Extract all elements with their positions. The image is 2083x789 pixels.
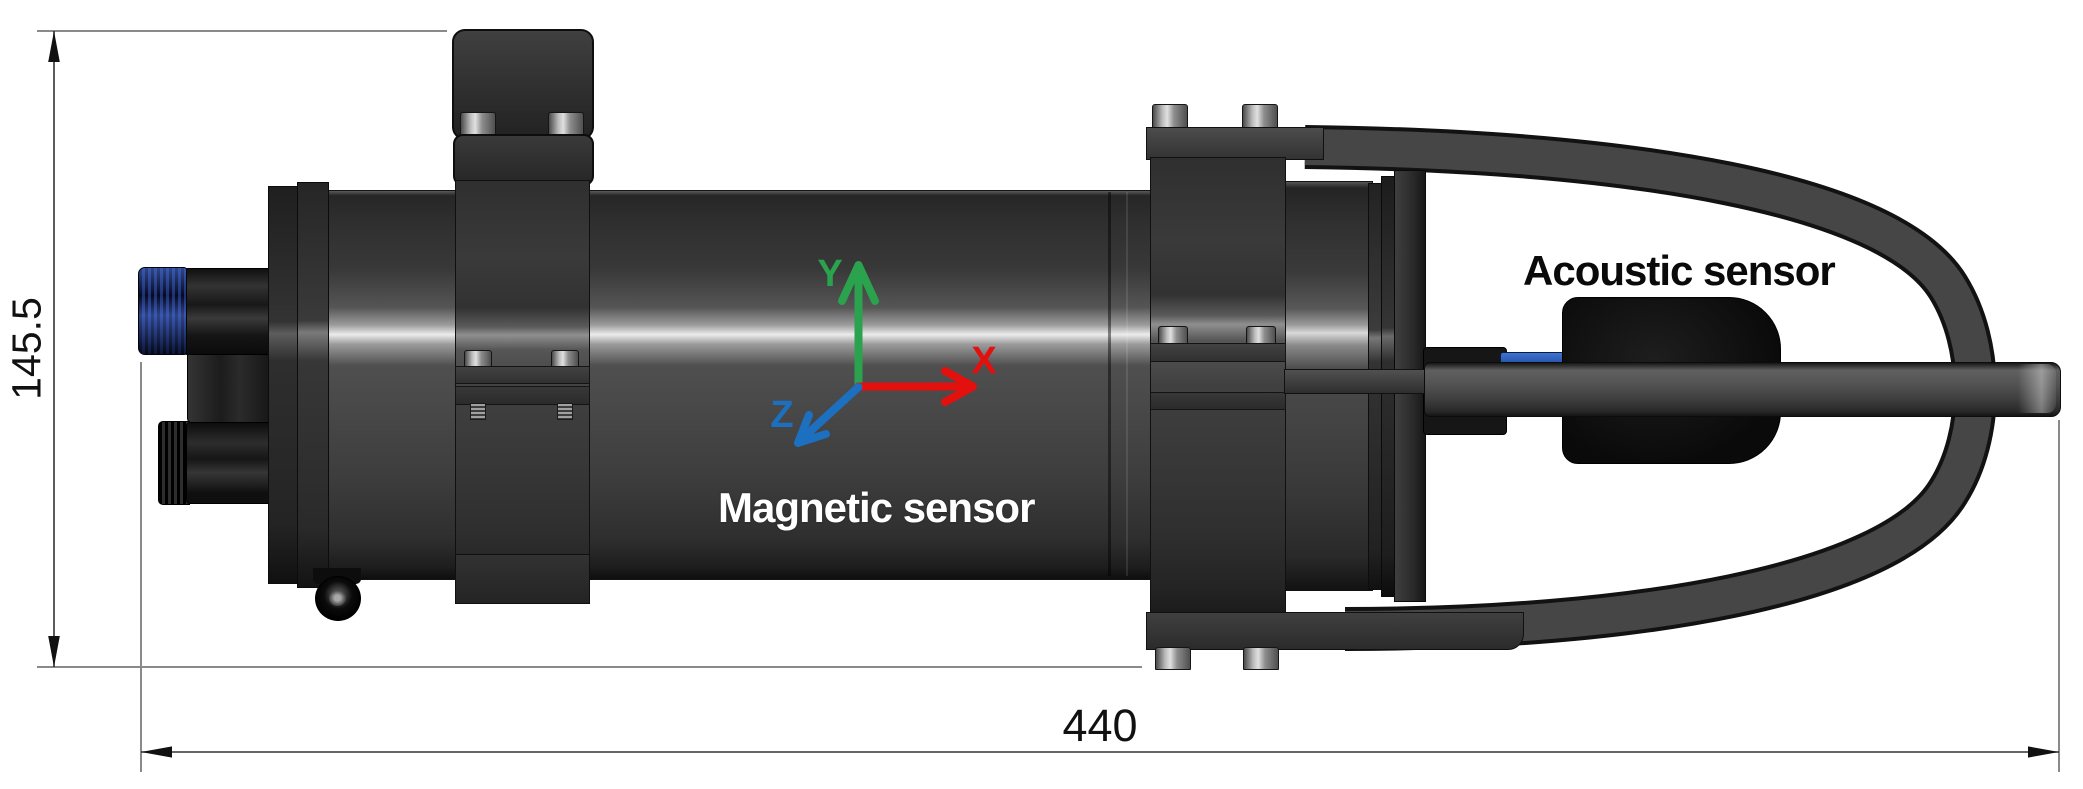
- right-clamp-foot-plate: [1146, 612, 1524, 650]
- right-clamp-bottom-bolt: [1155, 647, 1191, 670]
- height-arrow-up: [48, 31, 60, 62]
- right-clamp-top-plate: [1146, 127, 1324, 160]
- connector-top-body: [183, 268, 275, 355]
- x-axis-label: X: [971, 340, 997, 382]
- drain-knob-hole: [329, 590, 346, 606]
- mount-bar-end-highlight: [2018, 364, 2056, 413]
- right-clamp-bottom-bolt: [1243, 647, 1279, 670]
- acoustic-sensor-label: Acoustic sensor: [1523, 247, 1836, 294]
- right-clamp-flange-upper: [1150, 343, 1286, 362]
- left-clamp-flange-lower: [455, 386, 590, 405]
- left-clamp-screw: [557, 403, 573, 420]
- length-arrow-left: [141, 746, 172, 758]
- left-clamp-handle-base: [453, 134, 594, 186]
- height-dimension-value: 145.5: [3, 297, 50, 400]
- left-clamp-flange-upper: [455, 366, 590, 384]
- left-clamp-foot: [455, 554, 590, 604]
- left-clamp-screw: [470, 403, 486, 420]
- length-arrow-right: [2028, 746, 2059, 758]
- endcap-plate-left-inner: [297, 182, 329, 588]
- left-clamp-top-bolt: [548, 112, 584, 138]
- connector-blue-knurl: [138, 267, 187, 355]
- magnetic-sensor-label: Magnetic sensor: [718, 484, 1035, 531]
- housing-joint-highlight: [1126, 192, 1128, 576]
- connector-bottom-body: [186, 422, 275, 504]
- right-clamp-flange-lower: [1150, 392, 1286, 410]
- mount-bar: [1424, 362, 2061, 417]
- endcap-plate-left-outer: [268, 186, 300, 584]
- housing-joint-line: [1108, 192, 1111, 576]
- mount-rod: [1284, 369, 1432, 394]
- height-arrow-down: [48, 636, 60, 667]
- right-clamp-band: [1150, 157, 1286, 615]
- length-dimension-value: 440: [1062, 700, 1138, 751]
- y-axis-label: Y: [817, 253, 843, 295]
- right-clamp-top-bolt: [1152, 104, 1188, 131]
- z-axis-label: Z: [770, 394, 794, 436]
